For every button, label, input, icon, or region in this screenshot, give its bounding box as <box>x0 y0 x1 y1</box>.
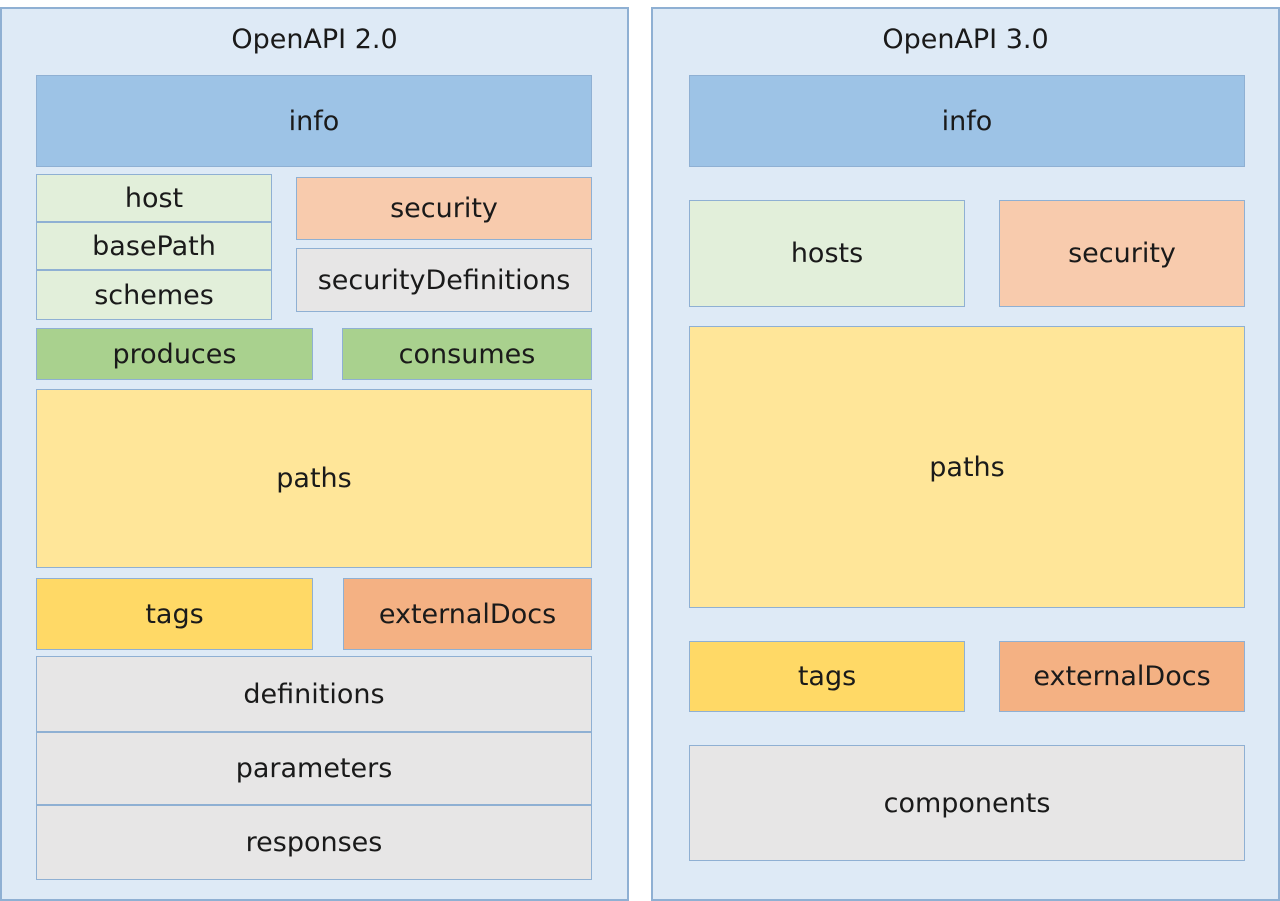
v3-hosts-box: hosts <box>689 200 965 307</box>
openapi-3-title: OpenAPI 3.0 <box>882 24 1049 55</box>
openapi-2-panel: OpenAPI 2.0 info host basePath schemes s… <box>0 7 629 901</box>
v2-tags-box: tags <box>36 578 313 650</box>
v2-host-box: host <box>36 174 272 222</box>
v3-info-box: info <box>689 75 1245 167</box>
v2-paths-box: paths <box>36 389 592 568</box>
v2-schemes-box: schemes <box>36 270 272 320</box>
v2-external-docs-box: externalDocs <box>343 578 592 650</box>
v2-security-definitions-box: securityDefinitions <box>296 248 592 312</box>
v3-external-docs-box: externalDocs <box>999 641 1245 712</box>
v3-components-box: components <box>689 745 1245 861</box>
openapi-2-title: OpenAPI 2.0 <box>231 24 398 55</box>
v2-consumes-box: consumes <box>342 328 592 380</box>
v2-definitions-box: definitions <box>36 656 592 732</box>
v2-produces-box: produces <box>36 328 313 380</box>
v3-security-box: security <box>999 200 1245 307</box>
v2-info-box: info <box>36 75 592 167</box>
v2-security-box: security <box>296 177 592 240</box>
v2-responses-box: responses <box>36 805 592 880</box>
v3-paths-box: paths <box>689 326 1245 608</box>
v2-basepath-box: basePath <box>36 222 272 270</box>
openapi-3-panel: OpenAPI 3.0 info hosts security paths ta… <box>651 7 1280 901</box>
v3-tags-box: tags <box>689 641 965 712</box>
v2-parameters-box: parameters <box>36 732 592 805</box>
